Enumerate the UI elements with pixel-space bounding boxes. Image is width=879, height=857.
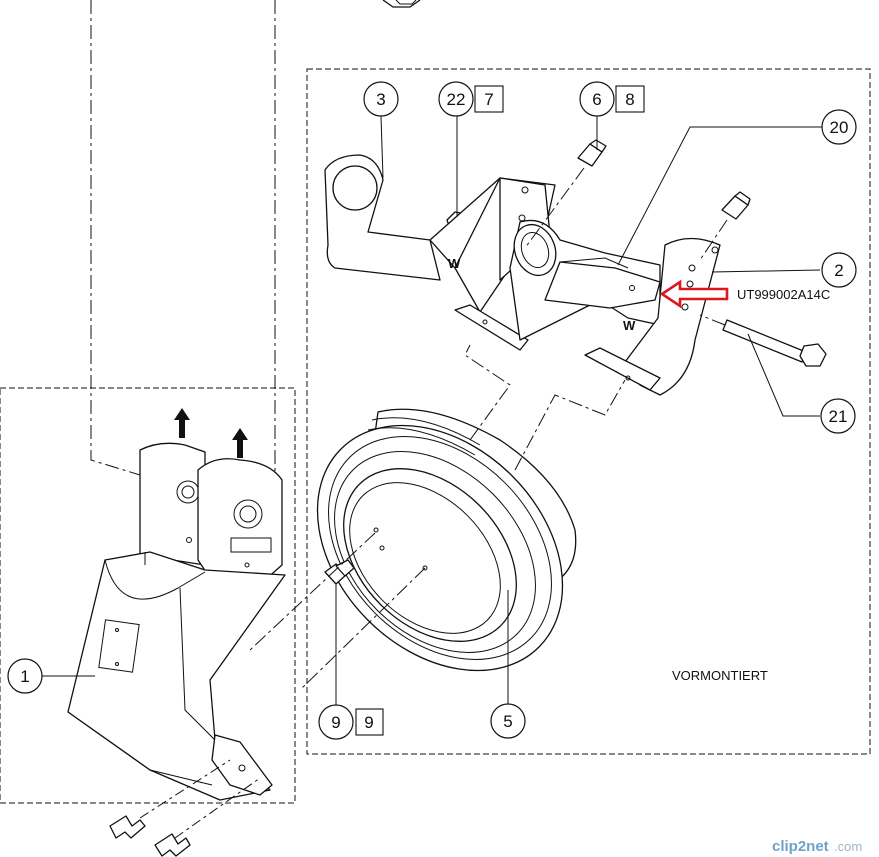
callout-2-label: 2 bbox=[834, 261, 843, 280]
part-6-bolt bbox=[524, 139, 607, 249]
highlight-arrow-icon bbox=[659, 279, 729, 309]
qty-6-label: 8 bbox=[625, 90, 634, 109]
callout-5: 5 bbox=[490, 703, 526, 739]
part-1-housing bbox=[67, 442, 286, 801]
callout-22: 22 7 bbox=[438, 81, 504, 117]
grease-nipple bbox=[324, 559, 355, 706]
callout-3-label: 3 bbox=[376, 90, 385, 109]
part-21-bolt bbox=[699, 314, 827, 367]
preassembled-note: VORMONTIERT bbox=[672, 668, 768, 683]
wheel-axle-line-4 bbox=[514, 379, 626, 471]
leader-20 bbox=[617, 126, 822, 266]
watermark-brand: clip2net bbox=[772, 838, 829, 855]
wheel-axle-line-1 bbox=[249, 532, 376, 651]
callout-21-label: 21 bbox=[829, 407, 848, 426]
assembly-line-left-1 bbox=[90, 0, 141, 476]
top-nut-partial bbox=[382, 0, 421, 8]
part-5-wheel bbox=[316, 408, 577, 672]
callout-21: 21 bbox=[820, 398, 856, 434]
leader-21 bbox=[747, 333, 820, 417]
callout-5-label: 5 bbox=[503, 712, 512, 731]
qty-9-label: 9 bbox=[364, 713, 373, 732]
wheel-axle-line-3 bbox=[464, 344, 511, 441]
callout-6-label: 6 bbox=[592, 90, 601, 109]
preassembled-boundary bbox=[306, 68, 871, 755]
callout-20: 20 bbox=[821, 109, 857, 145]
callout-1: 1 bbox=[7, 658, 43, 694]
part-3-bracket-arm bbox=[324, 154, 441, 281]
callout-6: 6 8 bbox=[579, 81, 645, 117]
bolt-right-upper bbox=[699, 191, 751, 261]
clip2net-watermark: clip2net .com bbox=[772, 838, 862, 855]
watermark-tld: .com bbox=[834, 839, 862, 854]
wheel-axle-line-2 bbox=[299, 567, 426, 691]
callout-3: 3 bbox=[363, 81, 399, 117]
lift-arrow-icon bbox=[174, 408, 248, 458]
callout-2: 2 bbox=[821, 252, 857, 288]
qty-22-label: 7 bbox=[484, 90, 493, 109]
left-assembly-boundary bbox=[0, 387, 296, 804]
part-2-side-plate bbox=[584, 237, 721, 396]
bracket-plate-right: W bbox=[509, 219, 661, 341]
callout-1-label: 1 bbox=[20, 667, 29, 686]
callout-9-label: 9 bbox=[331, 713, 340, 732]
part-number-annotation: UT999002A14C bbox=[737, 287, 830, 302]
callout-9: 9 9 bbox=[318, 704, 384, 740]
leader-2 bbox=[711, 269, 821, 273]
svg-text:W: W bbox=[623, 318, 636, 333]
callout-22-label: 22 bbox=[447, 90, 466, 109]
svg-text:W: W bbox=[448, 256, 461, 271]
callout-20-label: 20 bbox=[830, 118, 849, 137]
leader-3 bbox=[380, 115, 384, 179]
bolt-pair-bottom bbox=[109, 759, 261, 857]
